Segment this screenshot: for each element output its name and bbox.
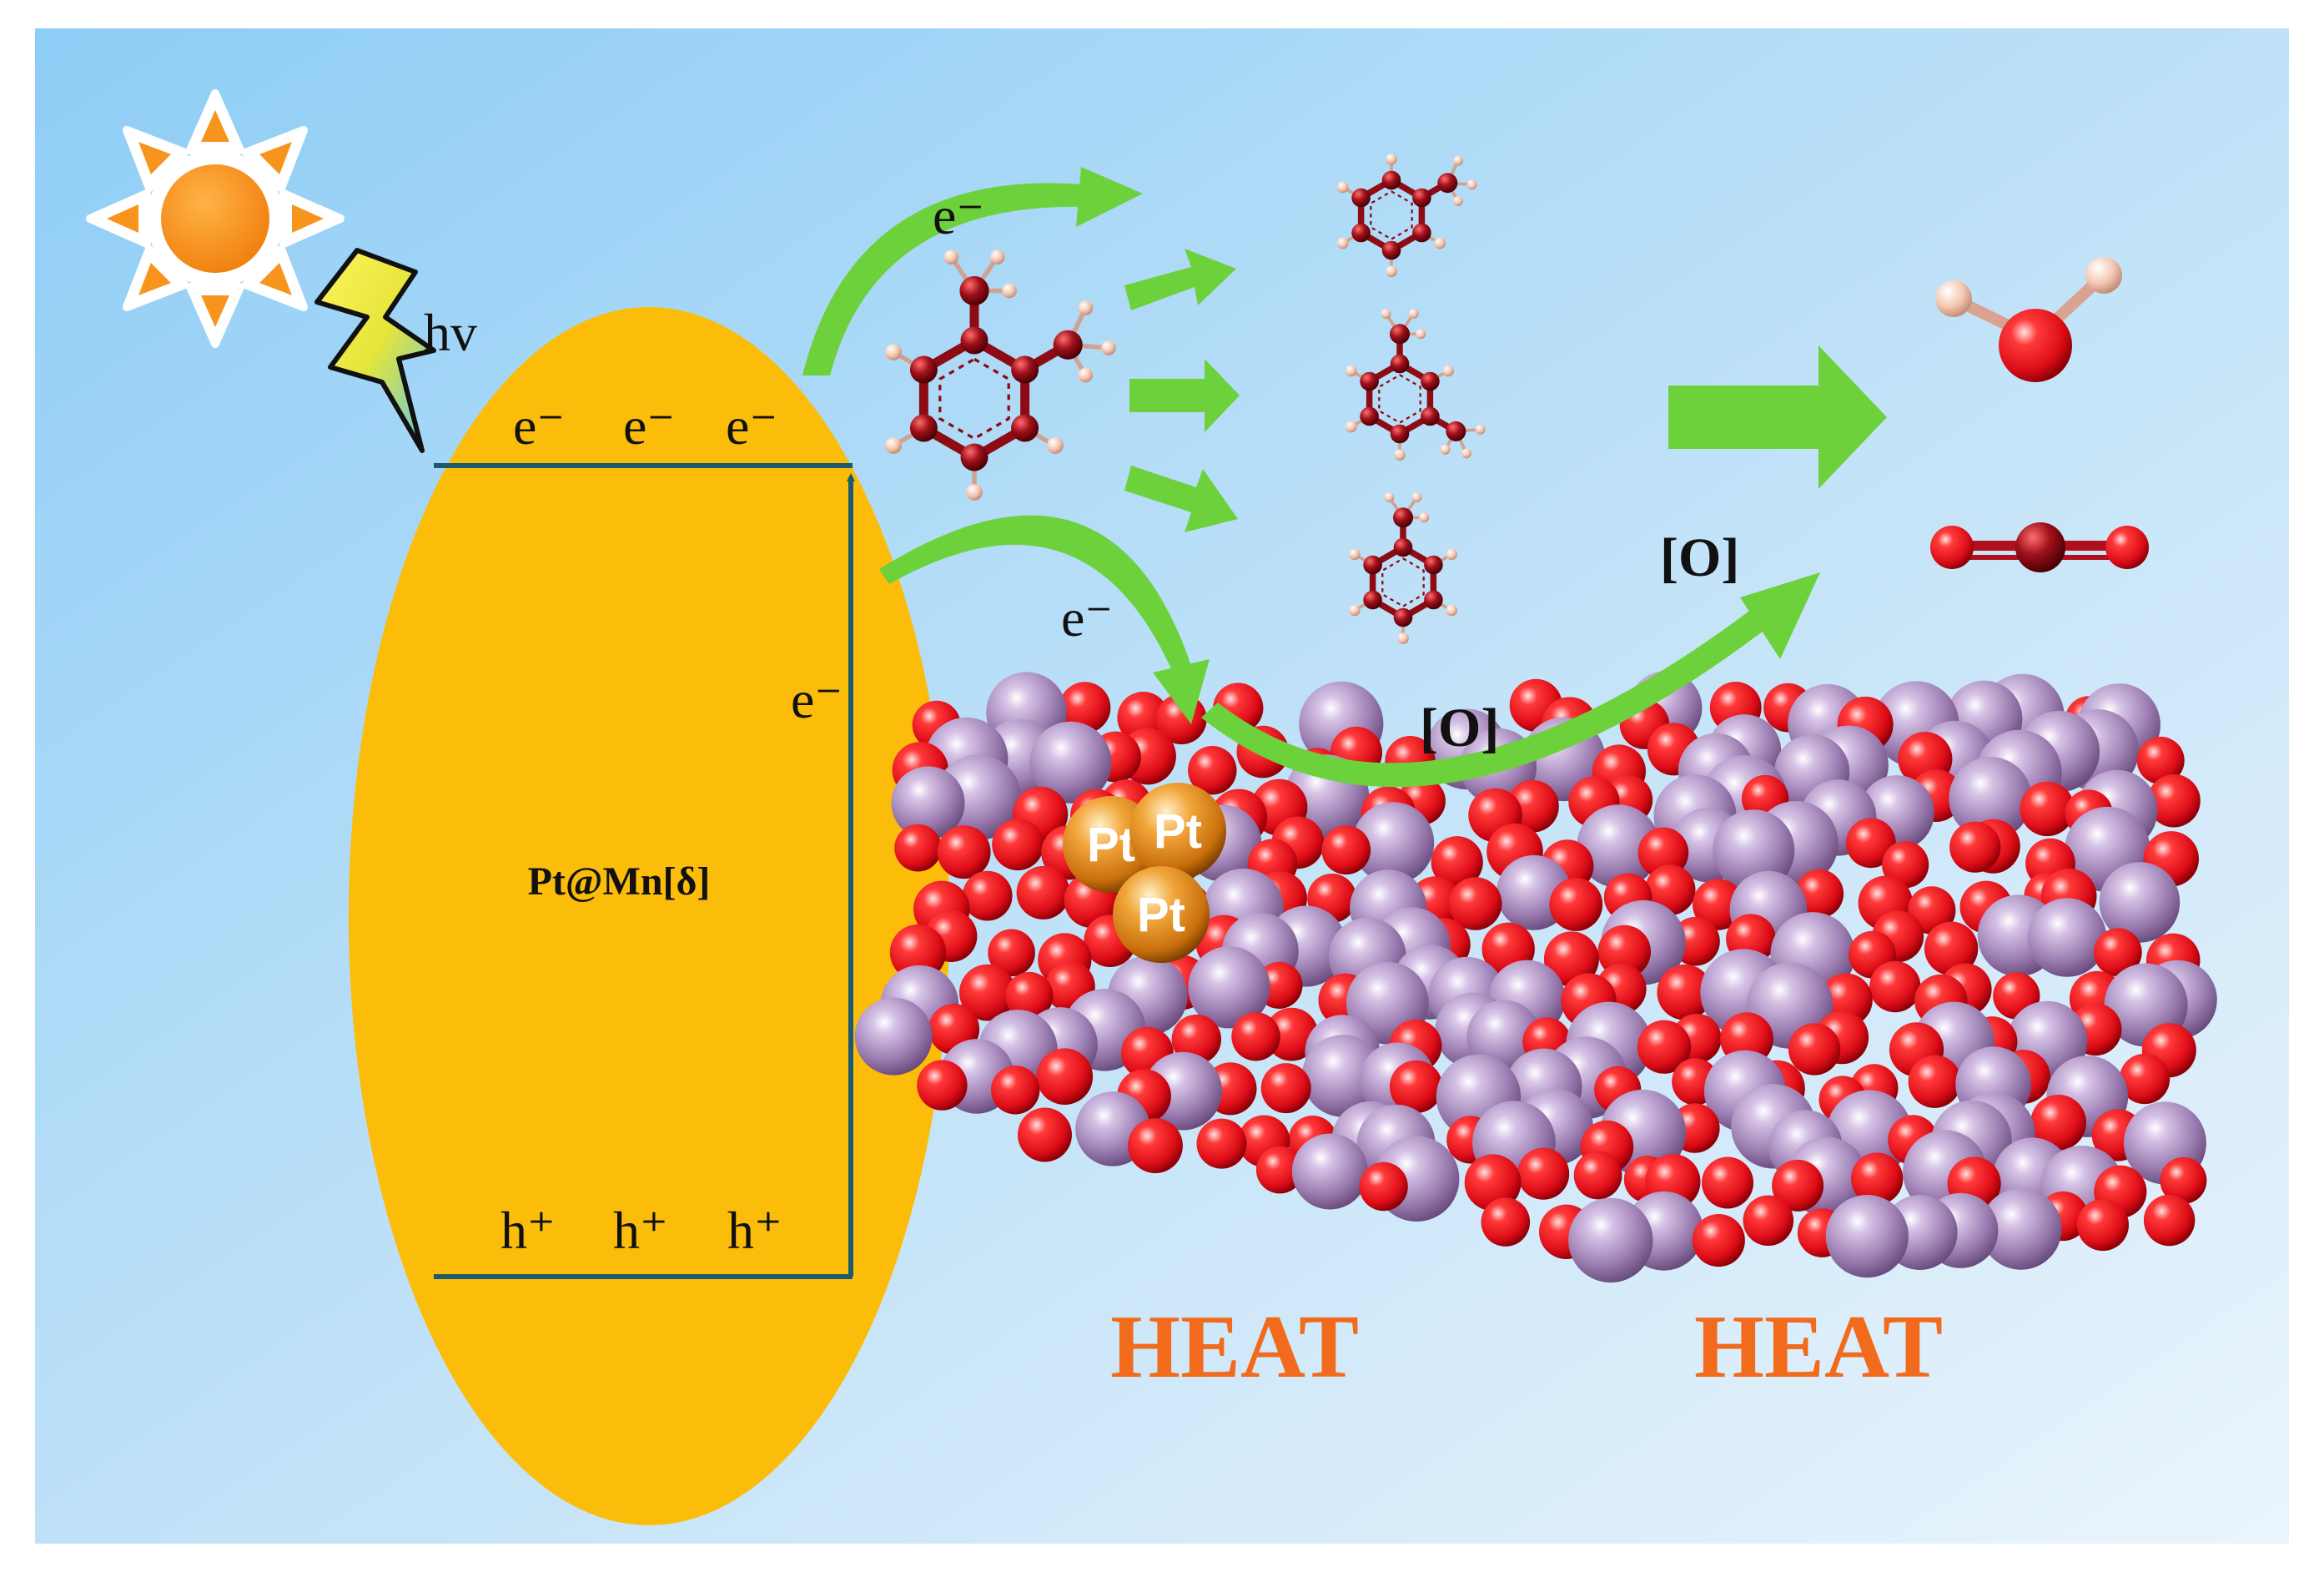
- semiconductor-particle: [349, 307, 949, 1525]
- product-arrow-1: [1124, 249, 1236, 310]
- product-arrow-3: [1124, 466, 1238, 532]
- vb-hole-3: h⁺: [727, 1201, 782, 1260]
- oxygen-label-upper: [O]: [1660, 527, 1739, 588]
- light-label: hv: [424, 303, 477, 362]
- combustion-arrow: [1668, 345, 1887, 489]
- cb-electron-1: e⁻: [513, 396, 565, 456]
- pt-atom-label: Pt: [1137, 888, 1185, 942]
- transfer-electron-upper-label: e⁻: [933, 186, 984, 245]
- electron-transfer-arrow-lower: [879, 515, 1210, 724]
- product-arrow-2: [1129, 359, 1240, 432]
- pt-atom-label: Pt: [1087, 818, 1135, 872]
- heat-label-right: HEAT: [1694, 1297, 1943, 1397]
- molecules: [885, 154, 2149, 644]
- transfer-electron-lower-label: e⁻: [1061, 588, 1113, 647]
- vb-hole-2: h⁺: [613, 1201, 668, 1260]
- sun-icon: [86, 89, 345, 348]
- oxygen-label-lower: [O]: [1420, 698, 1499, 758]
- vb-hole-1: h⁺: [501, 1201, 556, 1260]
- pt-atom-label: Pt: [1154, 804, 1202, 859]
- excitation-electron-label: e⁻: [791, 670, 843, 729]
- heat-label-left: HEAT: [1110, 1297, 1359, 1397]
- electron-transfer-arrow-upper: [802, 167, 1143, 375]
- lightning-icon: [314, 248, 436, 453]
- oxygen-migration-arrow: [1201, 572, 1820, 788]
- catalyst-label: Pt@Mn[δ]: [528, 859, 711, 904]
- cb-electron-3: e⁻: [726, 396, 777, 456]
- cb-electron-2: e⁻: [623, 396, 675, 456]
